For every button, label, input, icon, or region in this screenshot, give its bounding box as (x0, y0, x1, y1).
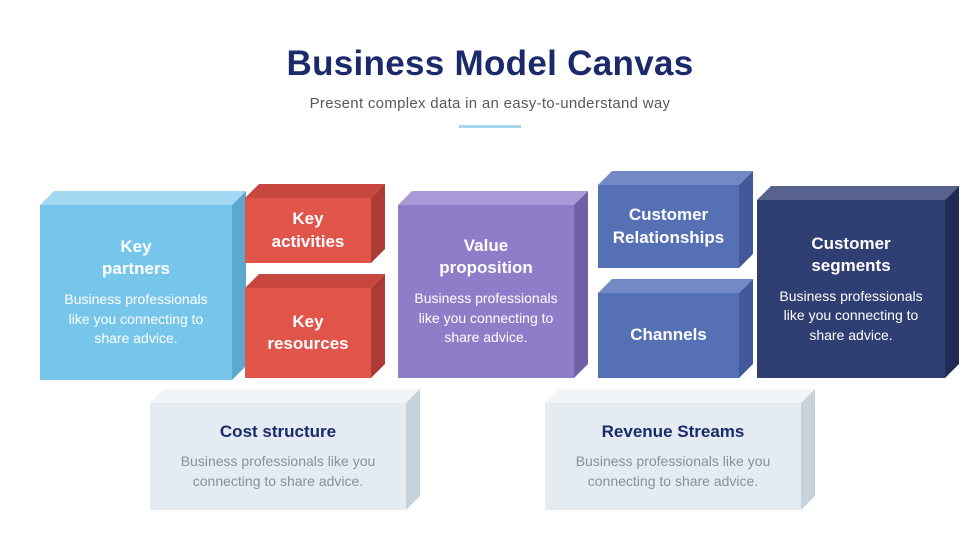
key-partners-body: Business professionals like you connecti… (64, 291, 208, 347)
box-front-face: Key partners Business professionals like… (40, 205, 232, 380)
box-cost-structure: Cost structure Business professionals li… (150, 389, 420, 510)
box-side-face (739, 171, 753, 268)
value-proposition-title: Value proposition (439, 236, 533, 278)
box-customer-segments: Customer segments Business professionals… (757, 186, 959, 378)
box-key-partners: Key partners Business professionals like… (40, 191, 246, 380)
cost-structure-body: Business professionals like you connecti… (180, 453, 376, 490)
box-value-proposition: Value proposition Business professionals… (398, 191, 588, 378)
page-subtitle: Present complex data in an easy-to-under… (309, 95, 671, 112)
box-top-face (150, 389, 420, 403)
box-front-face: Value proposition Business professionals… (398, 205, 574, 378)
box-front-face: Customer segments Business professionals… (757, 200, 945, 378)
title-underline (459, 125, 521, 128)
value-proposition-body: Business professionals like you connecti… (414, 290, 558, 346)
box-key-activities: Key activities (245, 184, 385, 263)
box-top-face (545, 389, 815, 403)
box-side-face (406, 389, 420, 510)
box-front-face: Key activities (245, 198, 371, 263)
page-title: Business Model Canvas (286, 44, 694, 83)
box-top-face (598, 171, 753, 185)
box-side-face (801, 389, 815, 510)
customer-segments-body: Business professionals like you connecti… (779, 287, 923, 343)
customer-segments-title: Customer segments (811, 233, 891, 275)
box-side-face (739, 279, 753, 378)
box-front-face: Key resources (245, 288, 371, 378)
box-top-face (245, 184, 385, 198)
customer-relationships-title: Customer Relationships (612, 205, 725, 247)
box-side-face (945, 186, 959, 378)
key-partners-title: Key partners (101, 237, 171, 279)
box-top-face (398, 191, 588, 205)
box-customer-relationships: Customer Relationships (598, 171, 753, 268)
box-side-face (371, 274, 385, 378)
box-top-face (245, 274, 385, 288)
box-front-face: Revenue Streams Business professionals l… (545, 403, 801, 510)
box-side-face (232, 191, 246, 380)
box-side-face (574, 191, 588, 378)
box-top-face (757, 186, 959, 200)
box-channels: Channels (598, 279, 753, 378)
revenue-streams-body: Business professionals like you connecti… (575, 453, 771, 490)
slide-header: Business Model Canvas Present complex da… (0, 0, 980, 128)
box-key-resources: Key resources (245, 274, 385, 378)
box-side-face (371, 184, 385, 263)
box-top-face (598, 279, 753, 293)
channels-title: Channels (630, 325, 707, 345)
cost-structure-title: Cost structure (219, 422, 337, 442)
key-activities-title: Key activities (271, 209, 345, 251)
box-front-face: Cost structure Business professionals li… (150, 403, 406, 510)
key-resources-title: Key resources (267, 311, 349, 353)
box-front-face: Channels (598, 293, 739, 378)
revenue-streams-title: Revenue Streams (601, 422, 745, 442)
box-top-face (40, 191, 246, 205)
box-revenue-streams: Revenue Streams Business professionals l… (545, 389, 815, 510)
box-front-face: Customer Relationships (598, 185, 739, 268)
